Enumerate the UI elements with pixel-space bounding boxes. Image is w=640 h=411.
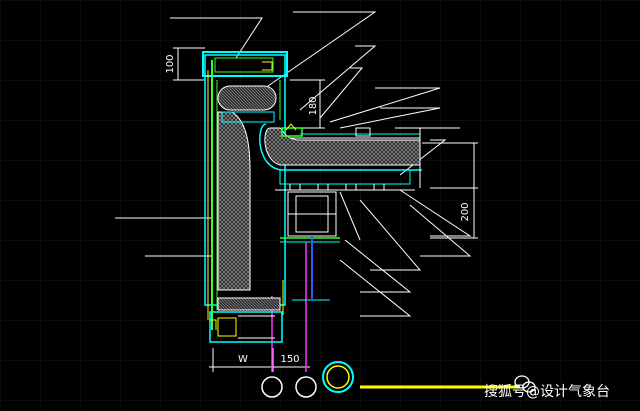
- watermark-text: 搜狐号@设计气象台: [484, 384, 610, 400]
- dim-150-label: 150: [280, 354, 299, 365]
- column-section: [202, 51, 288, 343]
- slab-section: [259, 123, 422, 301]
- dim-200-label: 200: [460, 202, 471, 221]
- wechat-logo-icon: [514, 375, 536, 393]
- dimension-200: 200: [422, 142, 478, 239]
- dimension-100: 100: [165, 47, 205, 81]
- dim-w-label: W: [238, 354, 248, 365]
- leader-lines: [115, 11, 472, 317]
- watermark: 搜狐号@设计气象台: [484, 375, 610, 400]
- dim-180-label: 180: [308, 96, 319, 115]
- dim-100-label: 100: [165, 54, 176, 73]
